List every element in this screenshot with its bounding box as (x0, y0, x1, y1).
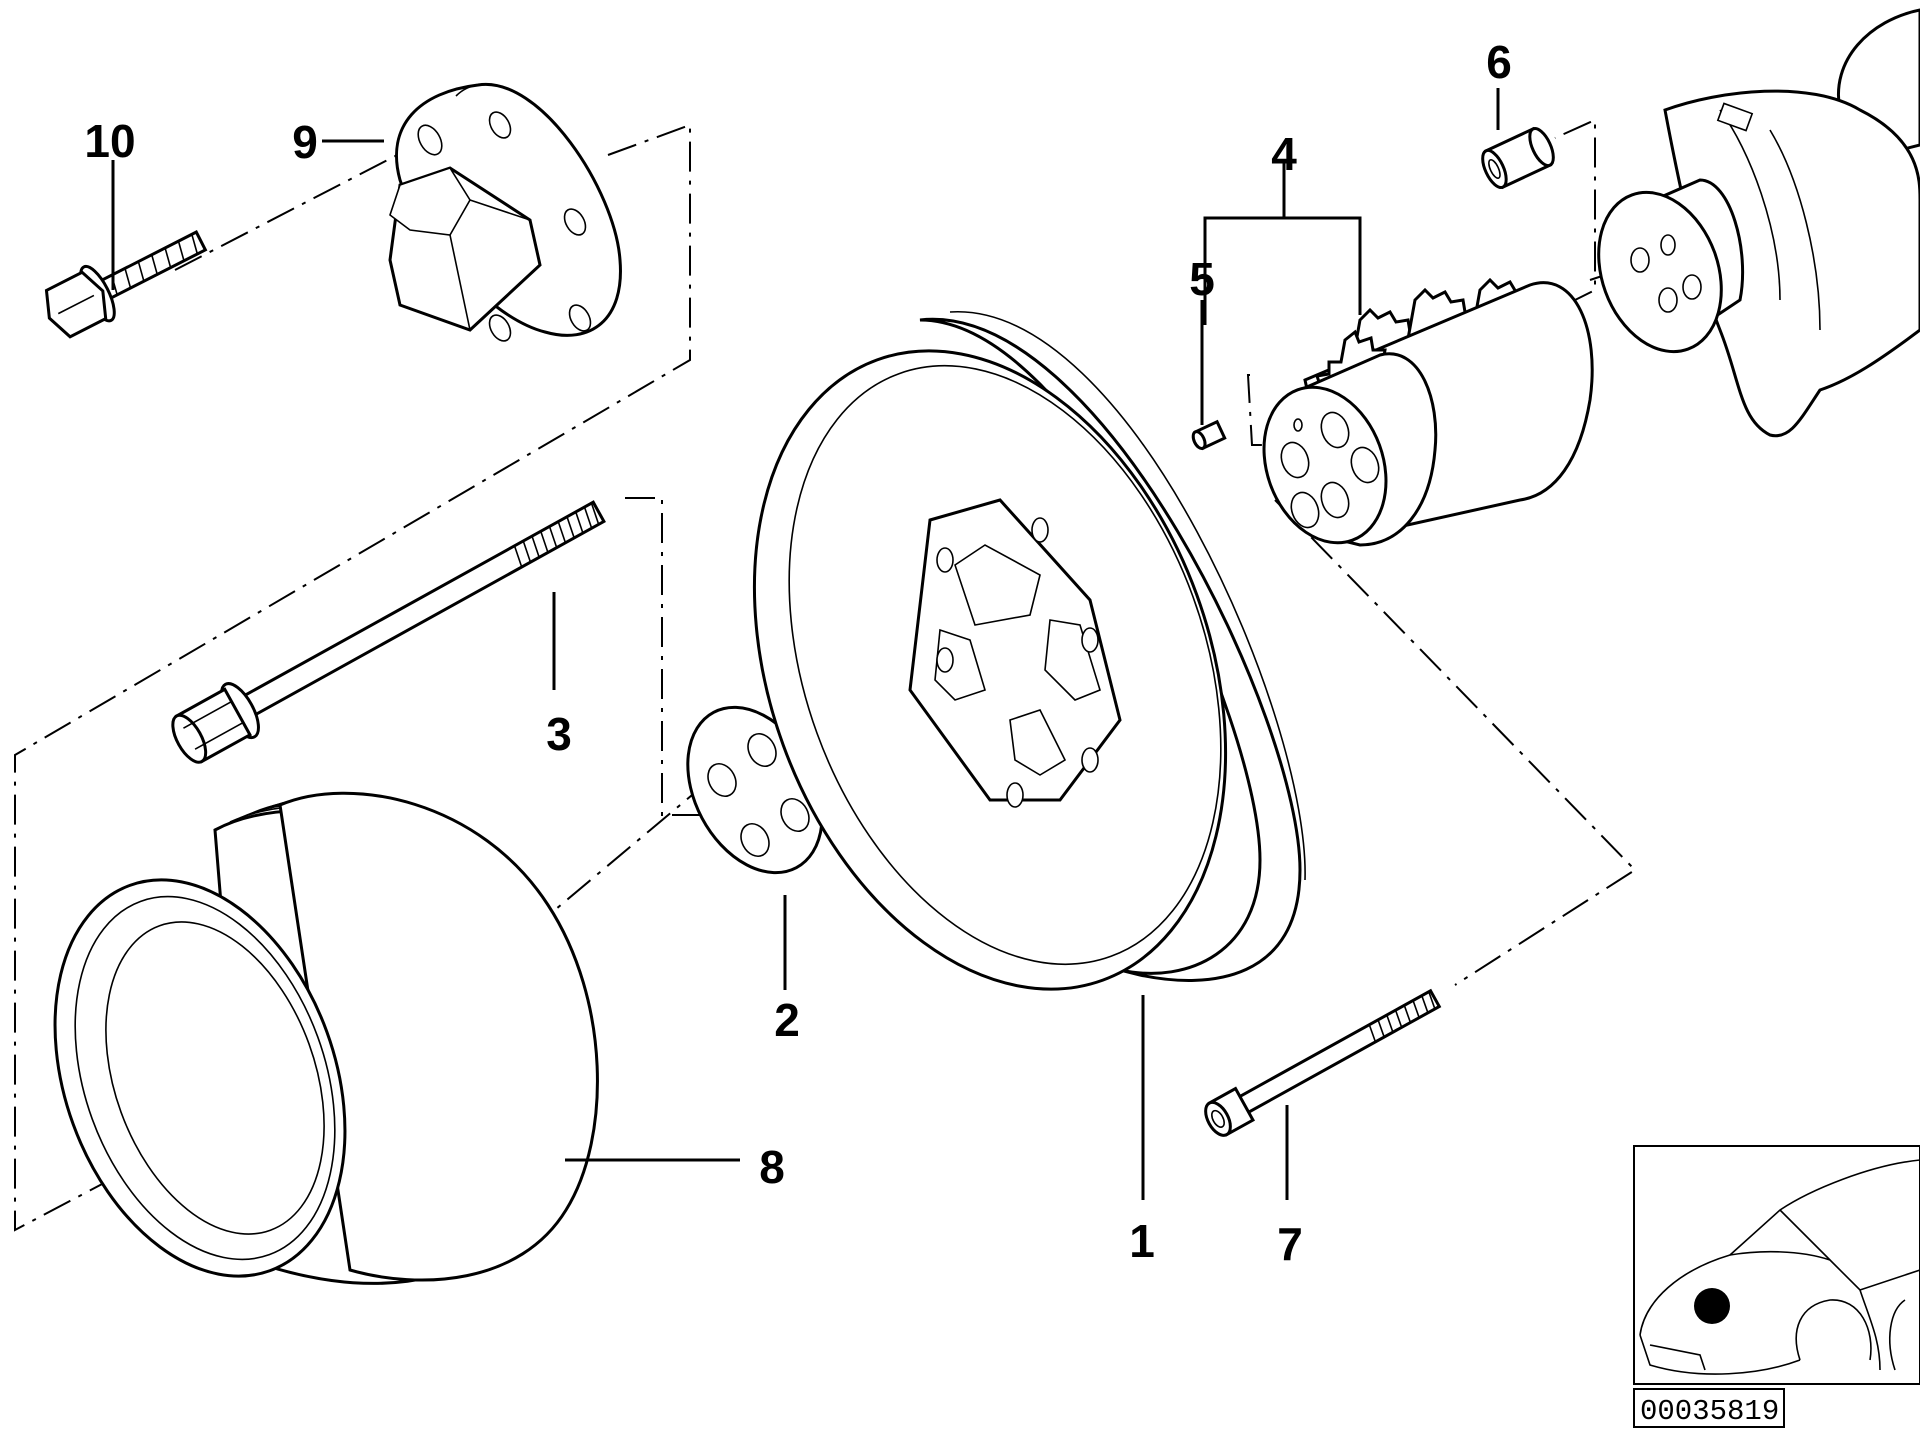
dowel-pin-icon (1191, 419, 1227, 451)
leader-lines (111, 88, 1500, 1200)
hex-bolt-icon (44, 230, 208, 339)
crankshaft-icon (1597, 8, 1920, 438)
callout-6: 6 (1486, 36, 1512, 88)
car-locator-icon: 00035819 (1633, 1145, 1920, 1428)
callout-2: 2 (774, 994, 800, 1046)
socket-screw-icon (1204, 988, 1442, 1137)
callout-4: 4 (1271, 128, 1297, 180)
callouts: 1 2 3 4 5 6 7 8 9 10 (84, 36, 1511, 1270)
locator-dot (1694, 1288, 1730, 1324)
callout-1: 1 (1129, 1215, 1155, 1267)
callout-7: 7 (1277, 1218, 1303, 1270)
sleeve-icon (1481, 126, 1555, 190)
callout-3: 3 (546, 708, 572, 760)
callout-9: 9 (292, 116, 318, 168)
vibration-damper-icon (752, 311, 1306, 991)
callout-10: 10 (84, 115, 135, 167)
central-bolt-icon (171, 500, 606, 764)
reference-number: 00035819 (1640, 1395, 1779, 1428)
hub-flange-icon (388, 82, 622, 342)
callout-5: 5 (1189, 253, 1215, 305)
belt-pulley-icon (53, 791, 599, 1285)
sprocket-hub-icon (1262, 277, 1594, 547)
callout-8: 8 (759, 1141, 785, 1193)
